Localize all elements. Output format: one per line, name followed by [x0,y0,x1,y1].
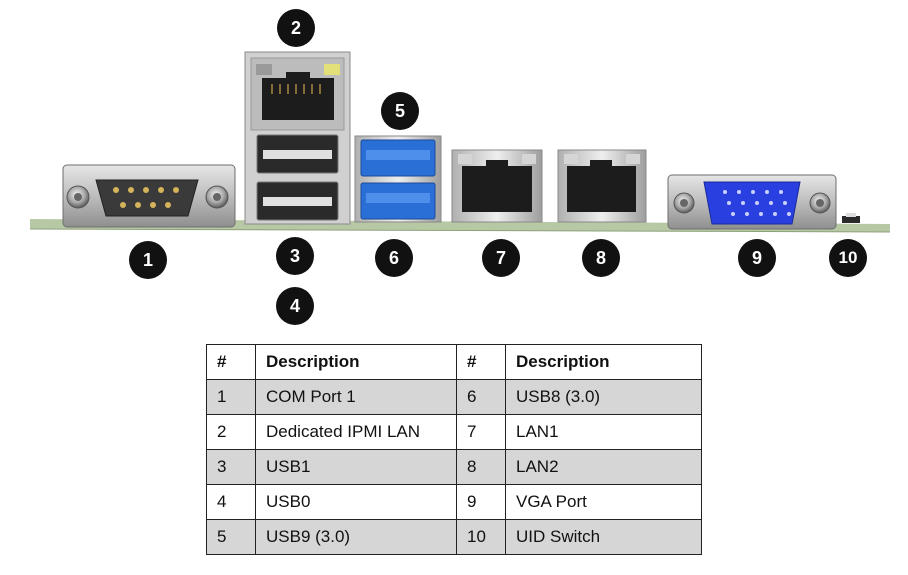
table-row: 3 USB1 8 LAN2 [206,449,702,485]
uid-switch [842,213,860,223]
lan2-port [557,149,647,223]
lan1-port [451,149,543,223]
com-port-connector [62,164,236,228]
table-cell: 4 [206,484,256,520]
table-row: 2 Dedicated IPMI LAN 7 LAN1 [206,414,702,450]
table-cell: COM Port 1 [255,379,457,415]
table-row: 5 USB9 (3.0) 10 UID Switch [206,519,702,555]
column-header-description: Description [505,344,702,380]
table-cell: USB8 (3.0) [505,379,702,415]
table-row: 1 COM Port 1 6 USB8 (3.0) [206,379,702,415]
callout-marker-6: 6 [375,239,413,277]
table-cell: LAN2 [505,449,702,485]
table-row: 4 USB0 9 VGA Port [206,484,702,520]
callout-marker-4: 4 [276,287,314,325]
usb3-stack [354,135,442,223]
column-header-number: # [456,344,506,380]
table-cell: 5 [206,519,256,555]
callout-marker-10: 10 [829,239,867,277]
table-cell: USB1 [255,449,457,485]
table-cell: LAN1 [505,414,702,450]
table-cell: VGA Port [505,484,702,520]
callout-marker-3: 3 [276,237,314,275]
vga-port-connector [667,174,837,230]
callout-marker-8: 8 [582,239,620,277]
callout-marker-7: 7 [482,239,520,277]
ipmi-lan-usb-stack [244,51,351,225]
table-cell: UID Switch [505,519,702,555]
column-header-number: # [206,344,256,380]
table-cell: 3 [206,449,256,485]
table-cell: 8 [456,449,506,485]
callout-marker-2: 2 [277,9,315,47]
table-cell: USB0 [255,484,457,520]
table-cell: 6 [456,379,506,415]
table-cell: Dedicated IPMI LAN [255,414,457,450]
table-cell: USB9 (3.0) [255,519,457,555]
callout-marker-9: 9 [738,239,776,277]
table-cell: 9 [456,484,506,520]
table-cell: 2 [206,414,256,450]
table-header-row: # Description # Description [206,344,702,380]
callout-marker-5: 5 [381,92,419,130]
rear-io-panel-illustration [29,51,891,233]
table-cell: 10 [456,519,506,555]
column-header-description: Description [255,344,457,380]
callout-marker-1: 1 [129,241,167,279]
port-legend-table: # Description # Description 1 COM Port 1… [206,344,702,555]
table-cell: 1 [206,379,256,415]
table-cell: 7 [456,414,506,450]
